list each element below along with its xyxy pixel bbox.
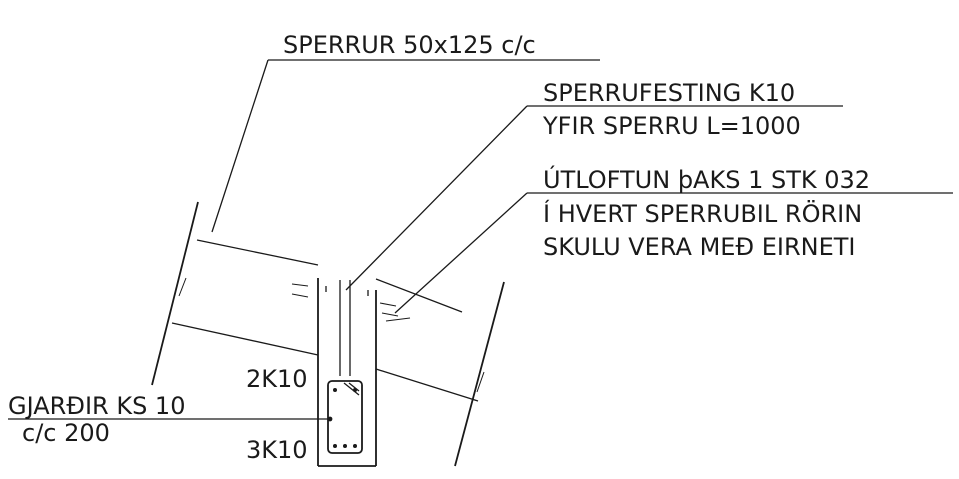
break-lines: [151, 201, 505, 467]
stirrups-label-line2: c/c 200: [22, 419, 110, 447]
dash-5: [385, 317, 411, 322]
rafters-callout: SPERRUR 50x125 c/c: [211, 31, 600, 233]
rebar-bottom-2: [343, 444, 347, 448]
break-mark-right: [476, 371, 485, 393]
rafter-fastening-callout: SPERRUFESTING K10 YFIR SPERRU L=1000: [345, 79, 843, 291]
membrane-dashes: [291, 283, 411, 322]
rebar-top-2: [353, 388, 357, 392]
ring-beam-section: [317, 278, 377, 467]
rafters-label: SPERRUR 50x125 c/c: [283, 31, 536, 59]
stirrup: [327, 380, 363, 454]
rebar-bottom-label: 3K10: [246, 436, 308, 464]
dash-2: [291, 293, 309, 298]
ventilation-leader-line: [394, 192, 528, 314]
stirrups-label-line1: GJARÐIR KS 10: [8, 392, 185, 420]
rebar-top-1: [333, 388, 337, 392]
break-line-right: [454, 281, 505, 467]
ventilation-label-line1: ÚTLOFTUN þAKS 1 STK 032: [543, 164, 870, 194]
rafter-fastening-label-line2: YFIR SPERRU L=1000: [542, 112, 801, 140]
ventilation-label-line3: SKULU VERA MEÐ EIRNETI: [543, 233, 855, 261]
rafter-bottom-line-left: [171, 322, 319, 356]
stirrup-hook-b: [348, 382, 360, 392]
rebar-bottom-3: [353, 444, 357, 448]
dash-3: [379, 302, 397, 307]
break-line-left: [151, 201, 199, 386]
rafter-fastening-label-line1: SPERRUFESTING K10: [543, 79, 795, 107]
stirrups-callout: GJARÐIR KS 10 c/c 200: [8, 392, 330, 447]
rafter-top-line-right: [375, 278, 463, 313]
rebar-bottom-1: [333, 444, 337, 448]
rafter-bottom-line-right: [375, 368, 479, 402]
ventilation-callout: ÚTLOFTUN þAKS 1 STK 032 Í HVERT SPERRUBI…: [394, 164, 953, 314]
rafter-fastening-leader-line: [345, 105, 528, 291]
stirrup-outline: [327, 380, 363, 454]
rafters-leader-line: [211, 59, 269, 233]
ventilation-label-line2: Í HVERT SPERRUBIL RÖRIN: [543, 199, 862, 228]
break-mark-left: [178, 277, 187, 297]
rafter-top-line-left: [196, 239, 319, 266]
dash-1: [291, 283, 309, 287]
rebar-top-label: 2K10: [246, 365, 308, 393]
dash-4: [381, 312, 399, 317]
stirrup-hook-a: [343, 382, 360, 396]
roof-slope-lines: [171, 239, 479, 402]
